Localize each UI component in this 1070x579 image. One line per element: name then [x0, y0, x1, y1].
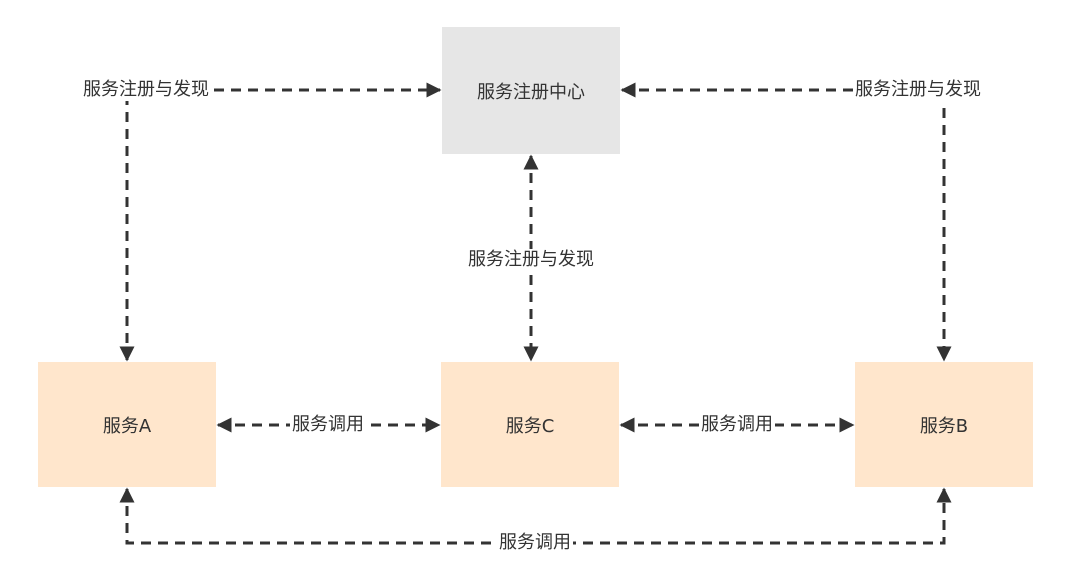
- c-b-edge-label: 服务调用: [699, 414, 775, 436]
- registry-right-edge-label: 服务注册与发现: [853, 79, 983, 101]
- service-a-node: 服务A: [38, 362, 216, 487]
- registry-center-edge-label: 服务注册与发现: [466, 249, 596, 271]
- registry-right-connector: [620, 82, 952, 362]
- service-b-node: 服务B: [855, 362, 1033, 487]
- service-c-node: 服务C: [441, 362, 619, 487]
- a-c-edge-label: 服务调用: [290, 414, 366, 436]
- registry-left-connector: [119, 82, 442, 362]
- a-b-edge-label: 服务调用: [497, 532, 573, 554]
- service-c-label: 服务C: [505, 415, 555, 437]
- service-a-label: 服务A: [102, 415, 152, 437]
- service-b-label: 服务B: [919, 415, 969, 437]
- service-registry-label: 服务注册中心: [477, 81, 585, 103]
- registry-left-edge-label: 服务注册与发现: [81, 79, 211, 101]
- service-registry-node: 服务注册中心: [442, 27, 620, 154]
